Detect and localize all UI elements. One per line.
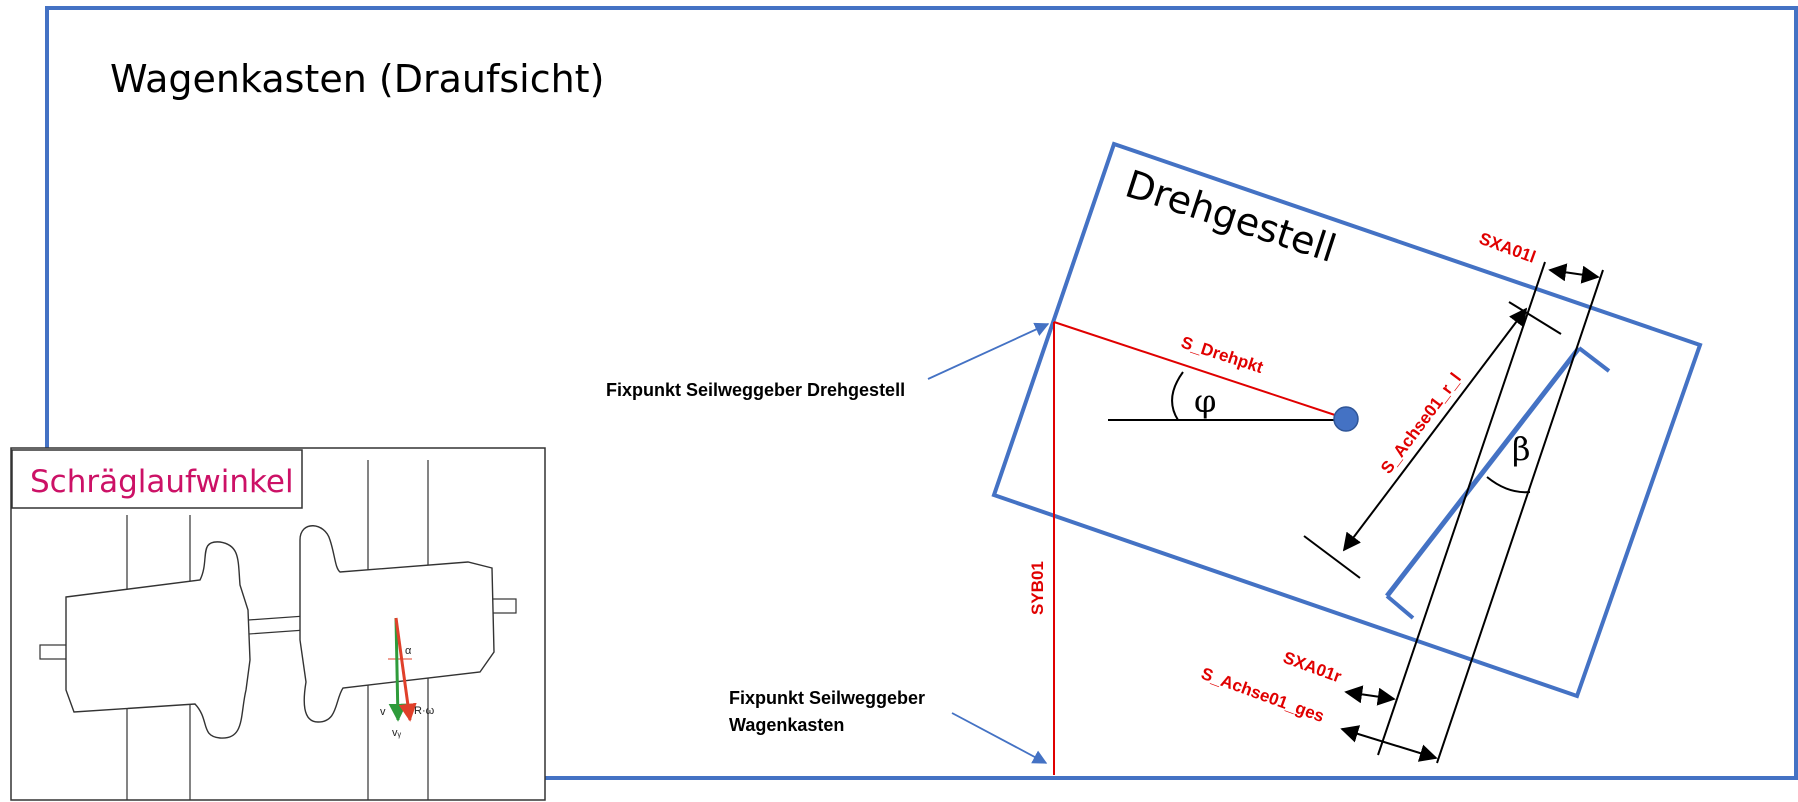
fixpoint-body-label-1: Fixpunkt Seilweggeber (729, 688, 925, 708)
sxa01l-label: SXA01l (1477, 229, 1539, 267)
s-achse-r-l-arrow (1342, 307, 1528, 552)
reference-line-a (1377, 261, 1546, 756)
beta-symbol: β (1512, 430, 1531, 468)
sxa01r-arrow (1344, 685, 1396, 706)
fixpoint-body-arrow (951, 712, 1048, 764)
car-body-outline (45, 6, 1798, 780)
vy-label: vᵧ (392, 727, 402, 739)
syb01-label: SYB01 (1028, 561, 1047, 615)
velocity-vector (388, 617, 407, 722)
pivot-point (1333, 406, 1359, 432)
beta-arc (1486, 476, 1531, 494)
v-label: v (380, 706, 386, 718)
inset-panel: α v vᵧ R·ω Schräglaufwinkel (10, 447, 546, 801)
s-achse-ges-arrow (1340, 725, 1438, 762)
alpha-label: α (405, 645, 412, 657)
s-drehpkt-line (1053, 321, 1345, 419)
phi-symbol: φ (1194, 382, 1216, 420)
inset-title: Schräglaufwinkel (30, 464, 294, 500)
s-achse-r-l-label: S_Achse01_r_l (1377, 369, 1465, 477)
inset-title-box (11, 449, 303, 509)
axle-end-bottom (1385, 594, 1415, 620)
sxa01r-label: SXA01r (1281, 648, 1345, 687)
s-drehpkt-label: S_Drehpkt (1179, 333, 1266, 377)
axle-end-stub (39, 644, 69, 660)
axle-end-top (1577, 346, 1611, 373)
page-title: Wagenkasten (Draufsicht) (110, 57, 604, 101)
axle-line (1385, 346, 1581, 598)
phi-arc (1171, 371, 1184, 421)
bogie-label: Drehgestell (1120, 162, 1341, 271)
bogie-frame (991, 141, 1703, 699)
s-achse-r-l-tick-bottom (1303, 535, 1361, 579)
fixpoint-bogie-label: Fixpunkt Seilweggeber Drehgestell (606, 380, 905, 400)
fixpoint-bogie-arrow (927, 322, 1050, 380)
romega-vector (394, 617, 417, 722)
romega-label: R·ω (414, 705, 435, 717)
fixpoint-body-label-2: Wagenkasten (729, 715, 844, 735)
s-achse-r-l-tick-top (1508, 301, 1562, 335)
wheel-left (65, 541, 251, 739)
sxa01l-arrow (1548, 263, 1600, 284)
